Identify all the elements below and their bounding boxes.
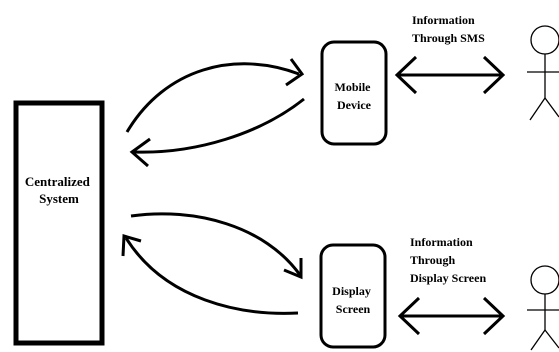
centralized-system-label-line: Centralized [25,174,91,189]
display-screen-label-line: Screen [336,302,371,316]
arrow-display-to-central [124,237,299,315]
person-bottom-icon [527,265,559,351]
arrowhead-central-to-display [283,258,303,280]
arrowhead-display-person-left [397,296,421,336]
arrow-mobile-to-central [133,97,305,154]
display-screen-label-line: Display [332,284,371,298]
sms-annotation-line: Through SMS [412,31,485,45]
display-annotation-line: Information [410,235,473,249]
display-screen-box [319,243,387,349]
arrowhead-mobile-to-central [129,137,151,168]
arrowhead-central-to-mobile [285,58,305,87]
display-annotation: Information Through Display Screen [410,235,486,285]
arrowhead-display-to-central [121,234,142,257]
centralized-system-box [13,100,105,346]
display-screen-label: Display Screen [332,284,374,316]
person-top-icon [527,25,559,121]
mobile-device-label: Mobile Device [335,80,374,112]
arrow-central-to-mobile [125,62,300,133]
mobile-device-box [320,40,388,146]
centralized-system-label: Centralized System [25,174,93,206]
display-annotation-line: Display Screen [410,271,486,285]
mobile-device-label-line: Device [337,98,372,112]
arrowhead-mobile-person-left [394,55,418,95]
centralized-system-label-line: System [39,191,79,206]
sms-annotation: Information Through SMS [412,13,485,45]
mobile-device-label-line: Mobile [335,80,372,94]
arrowhead-mobile-person-right [482,55,506,95]
display-annotation-line: Through [410,253,455,267]
arrow-central-to-display [130,212,302,276]
arrowhead-display-person-right [482,296,506,336]
sms-annotation-line: Information [412,13,475,27]
